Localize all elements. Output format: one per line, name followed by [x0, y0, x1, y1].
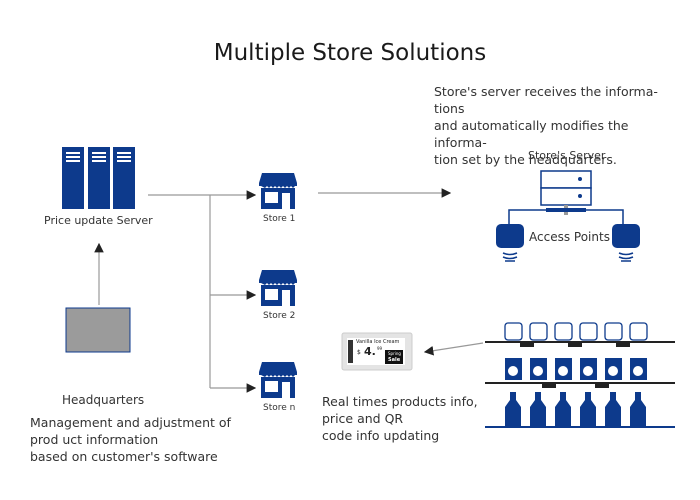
store-1-label: Store 1 — [263, 214, 296, 224]
headquarters-label: Headquarters — [62, 393, 145, 407]
access-points-label: Access Points — [529, 230, 610, 244]
computer-screen-icon — [65, 307, 131, 353]
page-title: Multiple Store Solutions — [213, 40, 487, 66]
desc-line: and automatically modifies the informa- — [434, 118, 629, 150]
access-point-icon — [496, 224, 640, 262]
headquarters-description: Management and adjustment of prod uct in… — [30, 414, 231, 465]
esl-currency: $ — [357, 349, 361, 356]
desc-line: price and QR — [322, 411, 404, 426]
store-2-icon — [259, 270, 297, 306]
price-server-label: Price update Server — [44, 214, 153, 227]
esl-product-name: Vanilla Ice Cream — [356, 339, 400, 345]
server-icon — [508, 170, 624, 226]
esl-description: Real times products info, price and QR c… — [322, 393, 478, 444]
desc-line: code info updating — [322, 428, 440, 443]
desc-line: tion set by the headquarters. — [434, 152, 617, 167]
connector-lines — [94, 188, 484, 393]
store-2-label: Store 2 — [263, 311, 296, 321]
electronic-shelf-label-icon — [341, 332, 413, 371]
store-n-label: Store n — [263, 403, 296, 413]
store-server-label: Store's Server — [528, 149, 606, 162]
desc-line: Real times products info, — [322, 394, 478, 409]
desc-line: prod uct information — [30, 432, 159, 447]
store-1-icon — [259, 173, 297, 209]
desc-line: Management and adjustment of — [30, 415, 231, 430]
store-shelf-illustration — [485, 322, 675, 428]
store-n-icon — [259, 362, 297, 398]
esl-cents: 99 — [377, 346, 383, 351]
server-rack-icon — [62, 147, 135, 209]
esl-promo-2: Sale — [388, 357, 401, 363]
esl-price: 4. — [364, 345, 376, 358]
desc-line: Store's server receives the informa-tion… — [434, 84, 658, 116]
esl-promo-1: Spring — [388, 351, 401, 356]
store-server-description: Store's server receives the informa-tion… — [434, 83, 684, 168]
desc-line: based on customer's software — [30, 449, 218, 464]
